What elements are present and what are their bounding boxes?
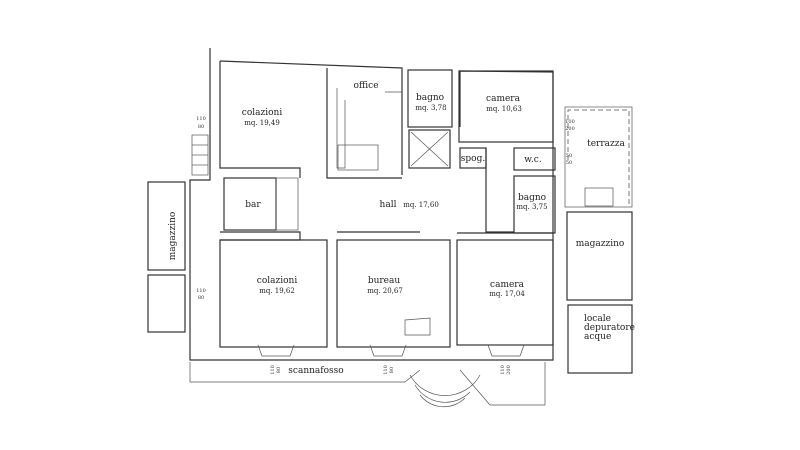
room-bagno-top-area: mq. 3,78 xyxy=(415,104,446,112)
room-camera-bottom-area: mq. 17,04 xyxy=(489,290,525,298)
room-hall-area: mq. 17,60 xyxy=(403,201,439,209)
walls xyxy=(147,48,633,408)
dim-w2-a: 110 xyxy=(196,288,206,294)
room-spog: spog. xyxy=(461,154,486,164)
dim-w7-a: 110 xyxy=(500,365,506,375)
dim-w4-b: 50 xyxy=(566,160,572,166)
room-locale: locale xyxy=(584,314,611,324)
room-bagno-right: bagno xyxy=(518,193,546,203)
room-colazioni-bottom-area: mq. 19,62 xyxy=(259,287,295,295)
dim-w3-a: 100 xyxy=(565,119,575,125)
elevator xyxy=(408,129,451,169)
room-bureau-area: mq. 20,67 xyxy=(367,287,403,295)
room-colazioni-bottom: colazioni xyxy=(257,276,298,286)
room-bureau: bureau xyxy=(368,276,401,286)
room-bagno-top: bagno xyxy=(416,93,444,103)
dim-w6-b: 80 xyxy=(389,367,395,373)
room-labels: colazioni mq. 19,49 office bagno mq. 3,7… xyxy=(168,81,635,376)
dim-w7-b: 200 xyxy=(506,365,512,375)
dim-w1-a: 110 xyxy=(196,116,206,122)
room-magazzino-right: magazzino xyxy=(576,239,625,249)
room-office: office xyxy=(353,81,378,91)
dim-w6-a: 110 xyxy=(383,365,389,375)
room-hall: hall xyxy=(380,200,397,210)
room-bagno-right-area: mq. 3,75 xyxy=(516,203,547,211)
dim-w2-b: 80 xyxy=(198,295,204,301)
room-locale-3: acque xyxy=(584,332,611,342)
room-camera-bottom: camera xyxy=(490,280,525,290)
room-magazzino-left: magazzino xyxy=(168,212,178,261)
room-colazioni-top-area: mq. 19,49 xyxy=(244,119,280,127)
room-terrazza: terrazza xyxy=(587,139,625,149)
room-locale-2: depuratore xyxy=(584,323,635,333)
room-camera-top: camera xyxy=(486,94,521,104)
room-wc: w.c. xyxy=(524,155,542,165)
dim-w5-b: 80 xyxy=(276,367,282,373)
window-dimensions: 110 80 110 80 100 200 50 50 110 80 110 8… xyxy=(196,116,575,375)
room-bar: bar xyxy=(245,200,261,210)
area-scannafosso: scannafosso xyxy=(288,366,343,376)
room-colazioni-top: colazioni xyxy=(242,108,283,118)
dim-w4-a: 50 xyxy=(566,153,572,159)
dim-w5-a: 110 xyxy=(270,365,276,375)
room-camera-top-area: mq. 10,63 xyxy=(486,105,522,113)
dim-w1-b: 80 xyxy=(198,124,204,130)
dim-w3-b: 200 xyxy=(565,126,575,132)
